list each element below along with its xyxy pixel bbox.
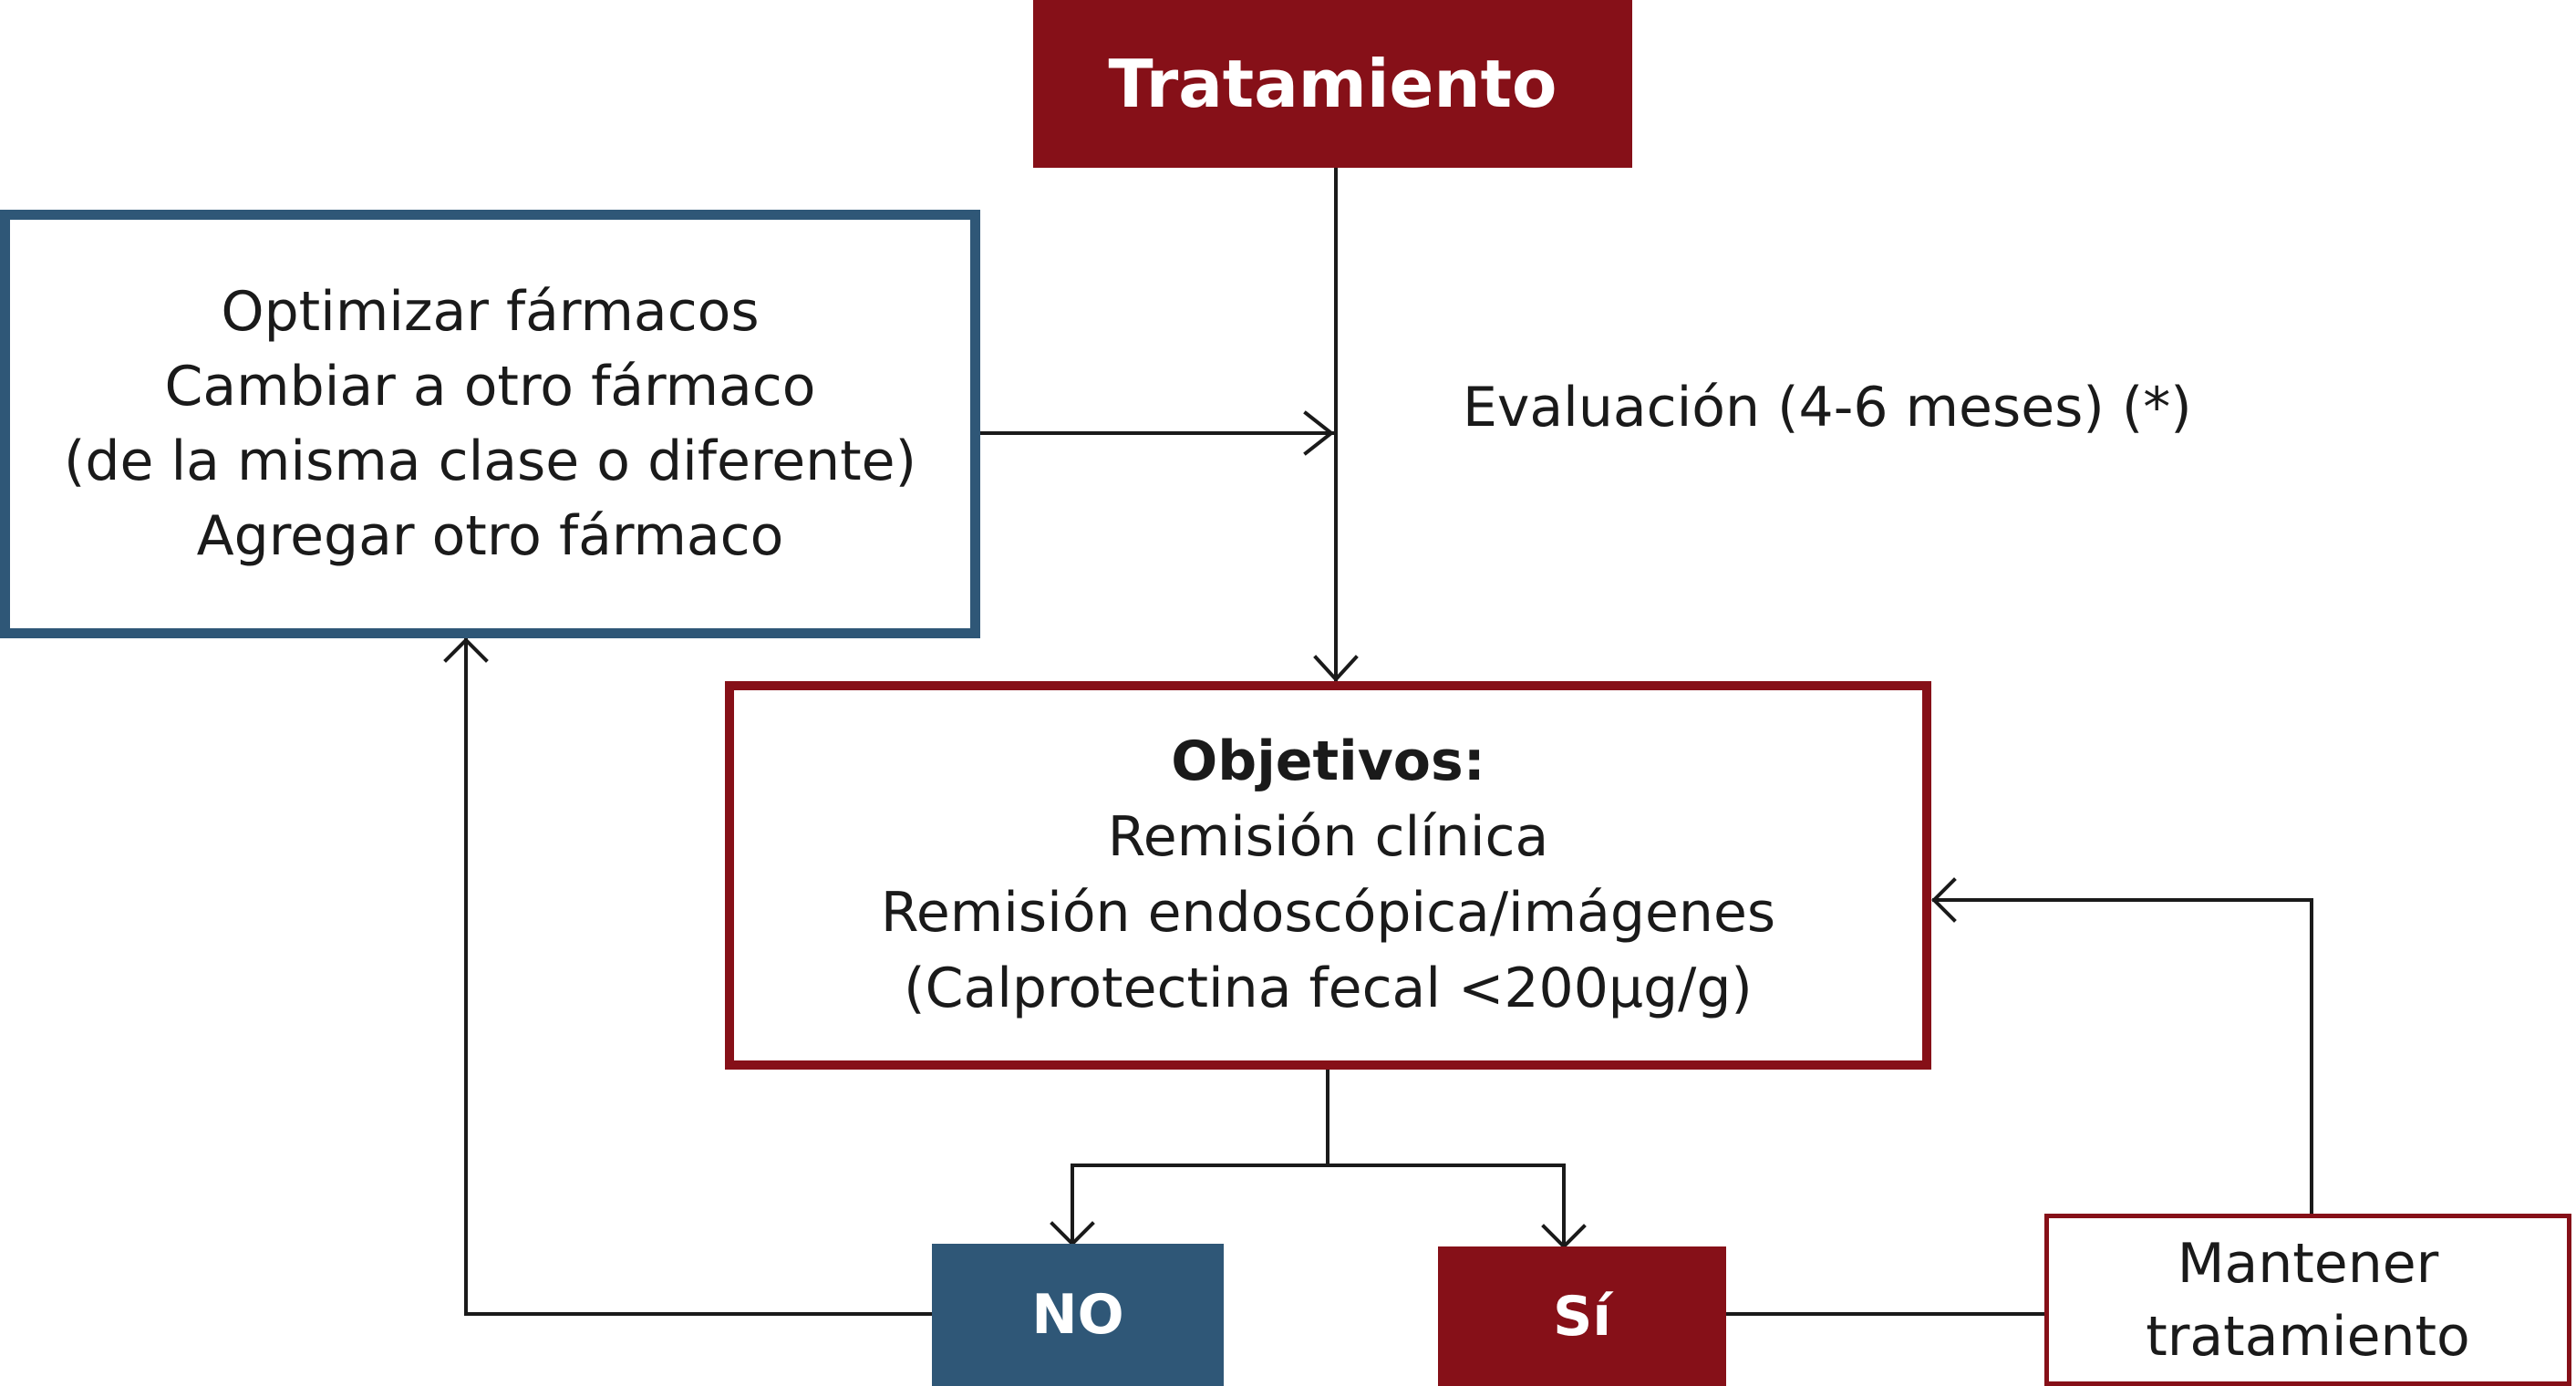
mantener-line-1: Mantener [2177,1231,2439,1296]
mantener-box: Mantener tratamiento [2044,1214,2571,1386]
tratamiento-label: Tratamiento [1108,46,1557,122]
option-line-clase: (de la misma clase o diferente) [63,429,917,493]
arrowhead-options-bottom [443,637,489,663]
si-label: Sí [1553,1284,1611,1349]
options-box: Optimizar fármacos Cambiar a otro fármac… [0,210,980,638]
connector-branch-horizontal [1071,1164,1566,1248]
tratamiento-box: Tratamiento [1033,0,1632,168]
si-box: Sí [1438,1246,1726,1386]
arrowhead-main-line [1303,410,1335,456]
objetivo-line-calprotectina: (Calprotectina fecal <200µg/g) [904,957,1753,1020]
objetivos-heading: Objetivos: [1171,729,1485,793]
option-line-optimizar: Optimizar fármacos [221,280,760,344]
connector-no-to-options [464,638,934,1316]
option-line-agregar: Agregar otro fármaco [196,504,784,568]
no-box: NO [932,1244,1224,1386]
mantener-line-2: tratamiento [2146,1304,2470,1369]
evaluation-label: Evaluación (4-6 meses) (*) [1463,376,2192,440]
no-label: NO [1031,1283,1124,1347]
objetivos-box: Objetivos: Remisión clínica Remisión end… [725,681,1931,1070]
option-line-cambiar: Cambiar a otro fármaco [164,355,816,419]
objetivo-line-endoscopica: Remisión endoscópica/imágenes [880,881,1776,945]
objetivo-line-clinica: Remisión clínica [1107,805,1549,869]
arrowhead-objetivos-right [1931,877,1957,923]
connector-mantener-to-objetivos [1932,898,2313,1215]
arrowhead-objetivos-top [1313,655,1359,682]
